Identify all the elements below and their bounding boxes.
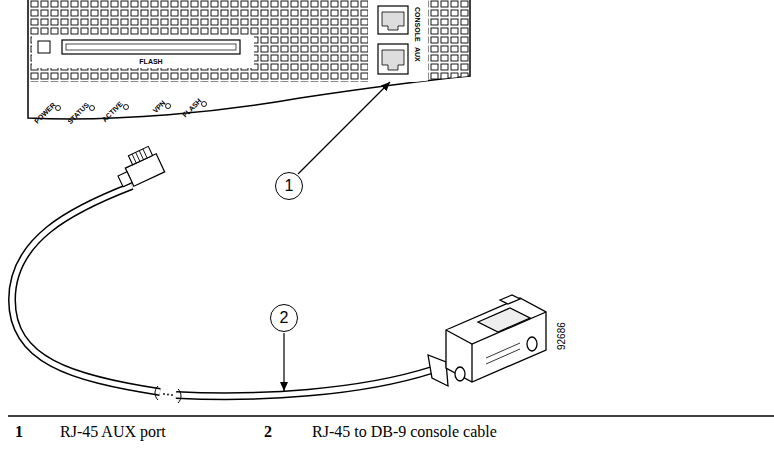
leader-line xyxy=(283,333,284,391)
table-cell: 1 xyxy=(15,423,23,441)
callout-number: 2 xyxy=(280,310,289,326)
table-cell: 2 xyxy=(264,423,272,441)
leader-line xyxy=(298,82,390,174)
slot-label: FLASH xyxy=(137,58,164,66)
port-label: CONSOLE xyxy=(413,7,421,42)
faceplate xyxy=(28,0,470,119)
table-rule xyxy=(8,415,774,417)
callout-circle: 2 xyxy=(270,304,298,332)
rj45-plug xyxy=(112,145,165,191)
callout-circle: 1 xyxy=(275,172,303,200)
console-cable xyxy=(12,186,432,403)
db9-connector xyxy=(428,295,546,386)
port-label: AUX xyxy=(413,47,421,62)
figure-number: 92686 xyxy=(556,322,567,350)
table-cell: RJ-45 AUX port xyxy=(60,423,166,441)
callout-number: 1 xyxy=(285,178,294,194)
table-cell: RJ-45 to DB-9 console cable xyxy=(312,423,497,441)
